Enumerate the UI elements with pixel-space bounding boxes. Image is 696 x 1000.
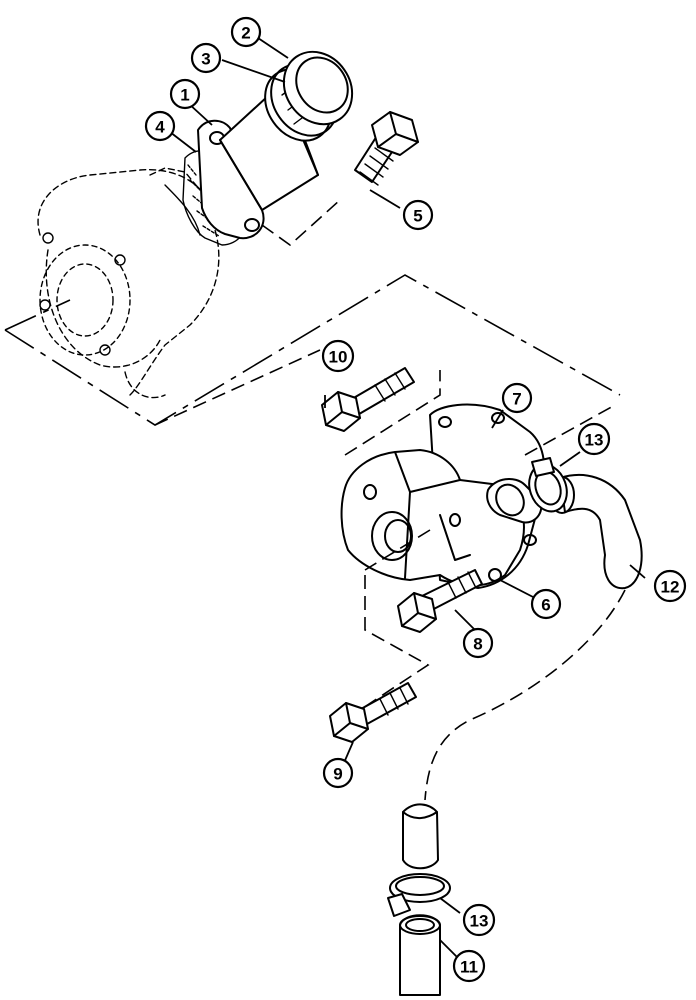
svg-text:3: 3 — [201, 50, 210, 69]
callout-1: 1 — [169, 78, 201, 110]
callout-10: 10 — [321, 339, 355, 373]
svg-text:6: 6 — [541, 596, 550, 615]
callout-13-lower: 13 — [462, 903, 496, 937]
engine-housing — [37, 167, 220, 399]
svg-text:5: 5 — [413, 207, 422, 226]
svg-text:9: 9 — [333, 765, 342, 784]
callout-12: 12 — [653, 569, 687, 603]
svg-text:4: 4 — [155, 118, 165, 137]
bolt-5 — [354, 111, 419, 186]
callout-3: 3 — [190, 42, 222, 74]
callout-4: 4 — [144, 110, 176, 142]
svg-text:11: 11 — [460, 958, 478, 977]
svg-text:7: 7 — [512, 390, 521, 409]
bolt-8 — [397, 569, 483, 633]
leaders — [169, 37, 646, 959]
thermostat-housing-assembly — [182, 50, 354, 246]
callout-9: 9 — [322, 757, 354, 789]
hose-12-and-clamp-13 — [528, 457, 643, 590]
svg-text:2: 2 — [241, 24, 250, 43]
callout-7: 7 — [501, 382, 533, 414]
svg-text:1: 1 — [180, 86, 189, 105]
callout-11: 11 — [452, 949, 486, 983]
bolt-9 — [329, 682, 417, 743]
svg-text:13: 13 — [585, 431, 604, 450]
svg-text:12: 12 — [661, 578, 680, 597]
callout-8: 8 — [462, 627, 494, 659]
svg-text:13: 13 — [470, 912, 489, 931]
assembly-lines — [4, 199, 626, 801]
water-pump — [340, 403, 546, 589]
svg-text:8: 8 — [473, 635, 482, 654]
callout-6: 6 — [530, 588, 562, 620]
callout-13-upper: 13 — [577, 422, 611, 456]
bolt-10 — [321, 367, 415, 432]
hose-11-and-clamp-13 — [387, 803, 451, 996]
callout-2: 2 — [230, 16, 262, 48]
svg-text:10: 10 — [329, 348, 348, 367]
callout-5: 5 — [402, 199, 434, 231]
